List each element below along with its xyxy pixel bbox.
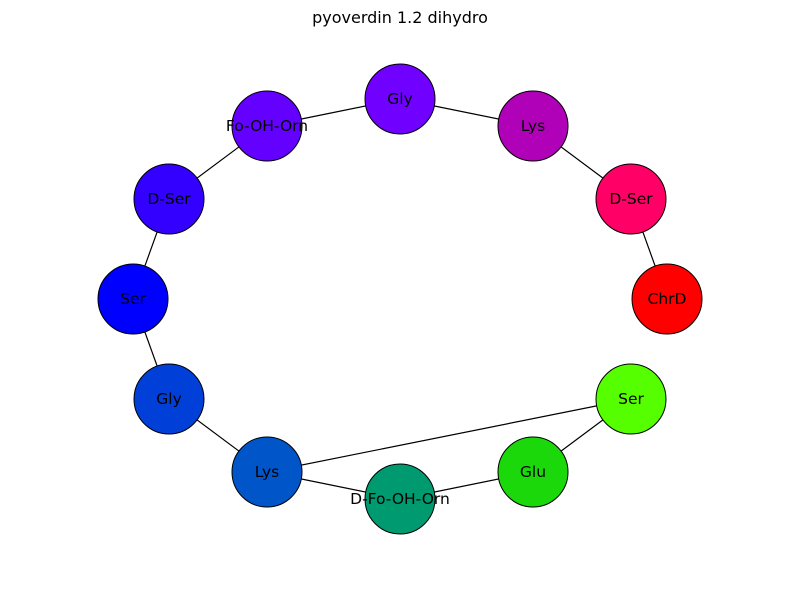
node-n3: Gly — [364, 63, 436, 135]
node-circle — [364, 463, 436, 535]
node-label: Lys — [255, 463, 279, 481]
node-n5: D-Ser — [133, 163, 205, 235]
node-circle — [133, 363, 205, 435]
node-circle — [231, 90, 303, 162]
node-n6: Ser — [97, 263, 169, 335]
diagram-title: pyoverdin 1.2 dihydro — [312, 8, 488, 27]
node-circle — [133, 163, 205, 235]
node-circle — [595, 363, 667, 435]
node-label: D-Fo-OH-Orn — [350, 490, 450, 508]
node-n9: D-Fo-OH-Orn — [350, 463, 450, 535]
nodes-layer: ChrDD-SerLysGlyFo-OH-OrnD-SerSerGlyLysD-… — [97, 63, 703, 535]
node-label: Glu — [520, 463, 546, 481]
node-circle — [595, 163, 667, 235]
node-n7: Gly — [133, 363, 205, 435]
node-label: Ser — [120, 290, 146, 308]
node-circle — [497, 90, 569, 162]
node-label: Fo-OH-Orn — [226, 117, 308, 135]
node-n8: Lys — [231, 436, 303, 508]
node-circle — [497, 436, 569, 508]
node-label: Gly — [387, 90, 413, 108]
node-n0: ChrD — [631, 263, 703, 335]
node-label: Ser — [618, 390, 644, 408]
node-label: Gly — [156, 390, 182, 408]
node-circle — [97, 263, 169, 335]
node-circle — [631, 263, 703, 335]
node-n10: Glu — [497, 436, 569, 508]
node-n4: Fo-OH-Orn — [226, 90, 308, 162]
node-label: D-Ser — [147, 190, 191, 208]
node-label: Lys — [521, 117, 545, 135]
node-circle — [231, 436, 303, 508]
node-label: D-Ser — [609, 190, 653, 208]
node-n11: Ser — [595, 363, 667, 435]
edges-layer — [132, 98, 668, 500]
node-label: ChrD — [648, 290, 687, 308]
node-n1: D-Ser — [595, 163, 667, 235]
edge-n11-n8 — [266, 398, 632, 473]
node-circle — [364, 63, 436, 135]
node-n2: Lys — [497, 90, 569, 162]
